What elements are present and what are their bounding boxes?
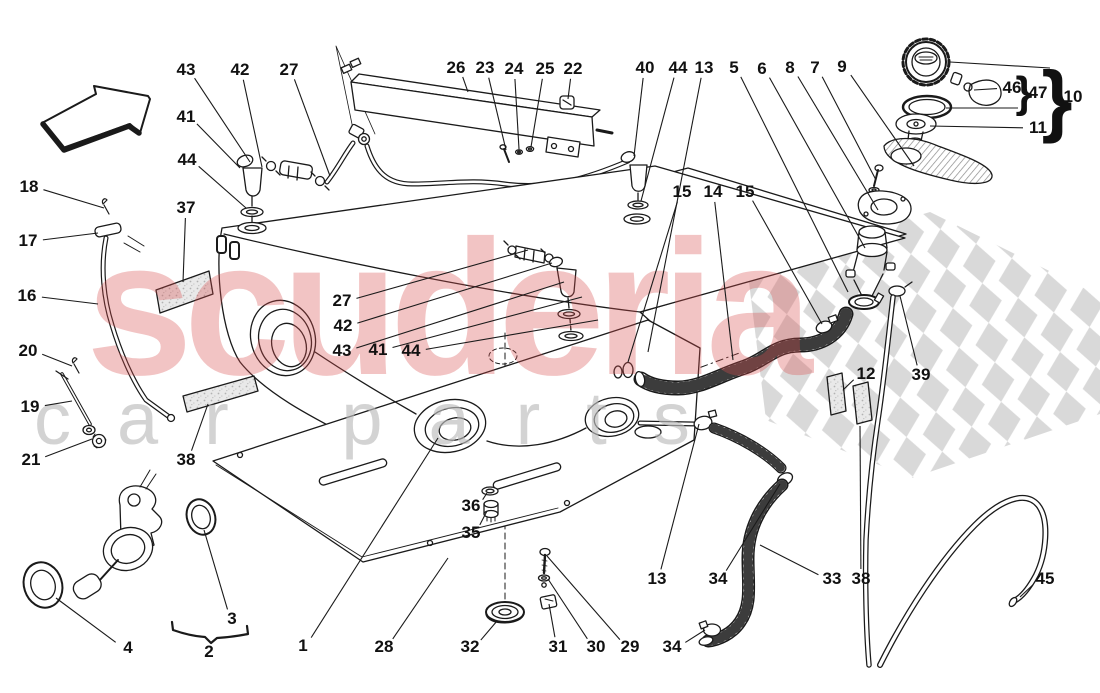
part-callout-37: 37 — [176, 198, 196, 217]
fuel-sender-unit — [22, 469, 250, 645]
part-callout-34: 34 — [708, 569, 728, 588]
part-callout-27: 27 — [279, 60, 299, 79]
adhesive-pads — [155, 270, 873, 425]
part-callout-3: 3 — [227, 609, 237, 628]
grouping-brace-1: } — [1041, 55, 1073, 145]
part-callout-27: 27 — [332, 291, 352, 310]
part-callout-43: 43 — [332, 341, 352, 360]
part-callout-9: 9 — [837, 57, 847, 76]
part-callout-15: 15 — [672, 182, 692, 201]
part-callout-8: 8 — [785, 58, 795, 77]
part-callout-41: 41 — [176, 107, 196, 126]
part-callout-46: 46 — [1002, 78, 1022, 97]
part-callout-14: 14 — [703, 182, 723, 201]
part-callout-39: 39 — [911, 365, 931, 384]
part-callout-41: 41 — [368, 340, 388, 359]
part-callout-43: 43 — [176, 60, 196, 79]
part-callout-20: 20 — [18, 341, 38, 360]
filler-hose — [613, 306, 854, 396]
part-callout-6: 6 — [757, 59, 767, 78]
part-callout-11: 11 — [1029, 118, 1047, 137]
part-callout-36: 36 — [461, 496, 481, 515]
part-callout-19: 19 — [20, 397, 40, 416]
part-callout-45: 45 — [1035, 569, 1055, 588]
part-callout-13: 13 — [647, 569, 667, 588]
part-callout-42: 42 — [230, 60, 250, 79]
part-callout-2: 2 — [204, 642, 214, 661]
part-callout-47: 47 — [1028, 83, 1048, 102]
part-callout-12: 12 — [856, 364, 876, 383]
part-callout-5: 5 — [729, 58, 739, 77]
part-callout-26: 26 — [446, 58, 466, 77]
part-callout-22: 22 — [563, 59, 583, 78]
part-callout-44: 44 — [177, 150, 197, 169]
part-callout-42: 42 — [333, 316, 353, 335]
part-callout-4: 4 — [123, 638, 133, 657]
part-callout-21: 21 — [21, 450, 41, 469]
direction-arrow-icon — [40, 85, 151, 153]
tank-stay-rods — [55, 198, 176, 449]
part-callout-10: 10 — [1063, 87, 1083, 106]
part-callout-44: 44 — [668, 58, 688, 77]
part-callout-28: 28 — [374, 637, 394, 656]
breather-pipes — [862, 281, 1049, 668]
part-callout-44: 44 — [401, 341, 421, 360]
part-callout-23: 23 — [475, 58, 495, 77]
tank-saddle-bosses — [249, 299, 640, 454]
part-callout-33: 33 — [822, 569, 842, 588]
part-callout-17: 17 — [18, 231, 38, 250]
part-callout-7: 7 — [810, 58, 820, 77]
part-callout-1: 1 — [298, 636, 308, 655]
part-callout-13: 13 — [694, 58, 714, 77]
part-callout-16: 16 — [17, 286, 37, 305]
part-callout-30: 30 — [586, 637, 606, 656]
part-callout-35: 35 — [461, 523, 481, 542]
part-callout-24: 24 — [504, 59, 524, 78]
part-callout-31: 31 — [548, 637, 568, 656]
part-callout-15: 15 — [735, 182, 755, 201]
part-callout-32: 32 — [460, 637, 480, 656]
part-callout-38: 38 — [851, 569, 871, 588]
part-callout-18: 18 — [19, 177, 39, 196]
part-callout-40: 40 — [635, 58, 655, 77]
part-callout-29: 29 — [620, 637, 640, 656]
part-callout-34: 34 — [662, 637, 682, 656]
part-callout-38: 38 — [176, 450, 196, 469]
part-callout-25: 25 — [535, 59, 555, 78]
grouping-brace-0: } — [1015, 68, 1033, 118]
